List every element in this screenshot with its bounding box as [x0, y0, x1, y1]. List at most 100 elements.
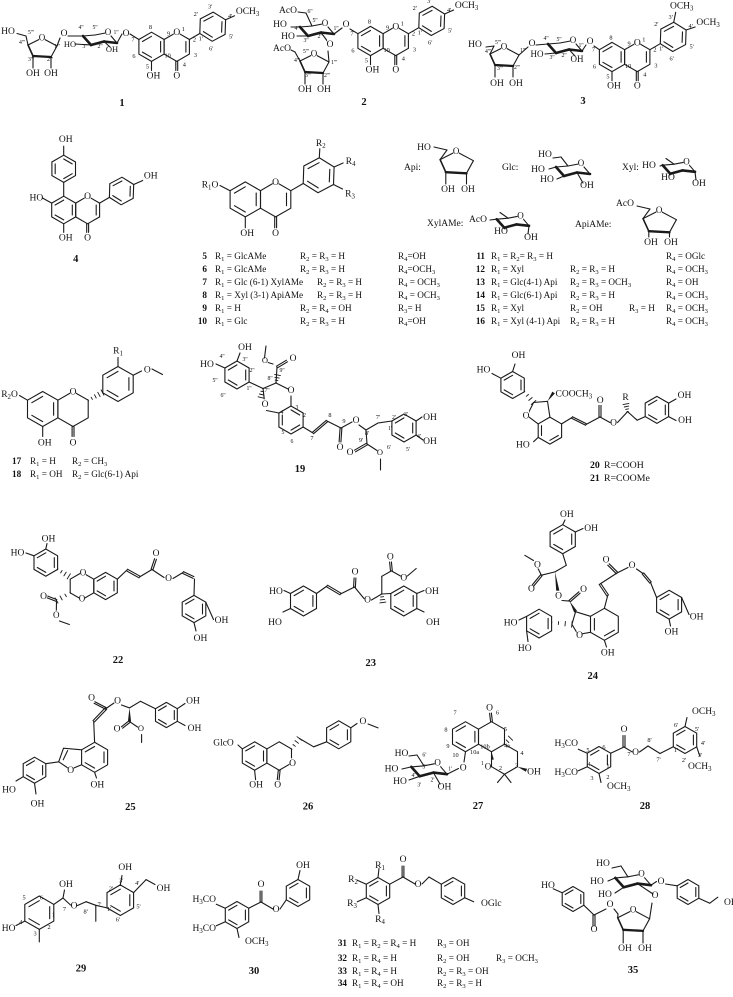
svg-text:23: 23 — [366, 658, 377, 669]
svg-text:O: O — [387, 553, 394, 563]
svg-text:OH: OH — [724, 898, 733, 908]
svg-text:OH: OH — [438, 783, 452, 793]
svg-text:OH: OH — [144, 172, 158, 182]
svg-text:5: 5 — [504, 726, 507, 733]
svg-text:OH: OH — [560, 510, 574, 520]
svg-text:HO: HO — [518, 644, 532, 654]
svg-text:O: O — [114, 697, 121, 707]
svg-text:O: O — [517, 210, 524, 220]
svg-text:3'': 3'' — [550, 55, 555, 61]
svg-text:O: O — [610, 419, 617, 429]
svg-text:7: 7 — [454, 710, 457, 717]
svg-text:OH: OH — [91, 781, 105, 791]
svg-text:OH: OH — [601, 649, 615, 659]
svg-text:2': 2' — [682, 757, 686, 764]
svg-text:5''': 5''' — [28, 30, 34, 36]
svg-text:OH: OH — [240, 229, 254, 239]
svg-text:2': 2' — [431, 778, 435, 784]
svg-text:HO: HO — [596, 859, 610, 869]
svg-text:6': 6' — [674, 722, 678, 729]
svg-text:O: O — [580, 585, 587, 595]
svg-text:2: 2 — [303, 413, 306, 419]
svg-text:O: O — [262, 400, 269, 410]
svg-text:7: 7 — [63, 906, 66, 913]
svg-text:O: O — [70, 388, 77, 398]
svg-text:O: O — [597, 396, 604, 406]
svg-text:5: 5 — [282, 430, 285, 436]
svg-text:7: 7 — [592, 47, 595, 54]
svg-text:1': 1' — [674, 747, 678, 754]
svg-text:5': 5' — [695, 726, 699, 733]
svg-text:9: 9 — [202, 303, 207, 313]
svg-text:O: O — [274, 781, 281, 791]
svg-text:1''': 1''' — [331, 60, 337, 66]
svg-text:2: 2 — [48, 924, 51, 931]
svg-text:HO: HO — [273, 20, 287, 30]
svg-text:5'': 5'' — [313, 18, 318, 24]
svg-text:O: O — [587, 37, 594, 47]
svg-text:11: 11 — [476, 251, 485, 261]
svg-text:O: O — [88, 694, 95, 704]
svg-text:R=COOH: R=COOH — [604, 460, 644, 471]
svg-text:O: O — [290, 354, 297, 364]
svg-text:6: 6 — [496, 710, 499, 717]
svg-text:9: 9 — [446, 743, 449, 750]
svg-text:2': 2' — [109, 886, 113, 893]
svg-text:OH: OH — [490, 79, 504, 89]
svg-text:H3​CO: H3​CO — [555, 768, 579, 779]
svg-text:9: 9 — [386, 25, 389, 32]
svg-text:OH: OH — [425, 587, 439, 597]
svg-text:O: O — [359, 717, 366, 727]
svg-text:8': 8' — [647, 737, 651, 744]
svg-text:O: O — [523, 412, 530, 422]
svg-text:O: O — [607, 900, 614, 910]
svg-text:1': 1' — [199, 36, 203, 43]
svg-text:5': 5' — [689, 44, 693, 51]
svg-text:O: O — [578, 158, 585, 168]
svg-text:O: O — [289, 759, 296, 769]
svg-text:O: O — [79, 594, 86, 604]
svg-text:AcO: AcO — [469, 215, 487, 225]
svg-text:O: O — [272, 229, 279, 239]
svg-text:2'': 2'' — [562, 53, 567, 59]
svg-text:O: O — [652, 891, 659, 901]
svg-text:HO: HO — [468, 40, 482, 50]
svg-text:7: 7 — [350, 31, 353, 38]
svg-text:OH: OH — [42, 535, 56, 545]
svg-text:OH: OH — [580, 181, 594, 191]
svg-text:HO: HO — [661, 173, 675, 183]
svg-text:O: O — [322, 18, 329, 28]
svg-text:2'': 2'' — [318, 34, 323, 40]
svg-text:GlcO: GlcO — [213, 739, 234, 749]
svg-text:6: 6 — [602, 744, 605, 751]
svg-text:21: 21 — [590, 473, 600, 484]
svg-text:HO: HO — [11, 549, 25, 559]
svg-text:5: 5 — [202, 251, 207, 261]
svg-text:5: 5 — [23, 895, 26, 902]
svg-text:HO: HO — [268, 618, 282, 628]
svg-text:9: 9 — [628, 41, 631, 48]
svg-text:OH: OH — [59, 135, 73, 145]
svg-text:2: 2 — [653, 47, 656, 54]
svg-text:3''': 3''' — [497, 66, 503, 72]
svg-text:5''': 5''' — [303, 49, 309, 55]
svg-text:OH: OH — [584, 524, 598, 534]
svg-text:16: 16 — [476, 316, 486, 326]
svg-text:O: O — [576, 631, 583, 641]
svg-text:O: O — [377, 447, 383, 457]
svg-text:4'': 4'' — [544, 36, 549, 42]
svg-text:OH: OH — [215, 616, 229, 626]
svg-text:OH: OH — [692, 179, 706, 189]
svg-text:O: O — [400, 855, 407, 865]
svg-text:O: O — [638, 869, 645, 879]
svg-text:HO: HO — [540, 175, 554, 185]
svg-text:O: O — [501, 42, 508, 52]
svg-text:O: O — [258, 880, 265, 890]
svg-text:5: 5 — [146, 63, 149, 70]
svg-text:O: O — [529, 39, 536, 49]
svg-text:6'': 6'' — [308, 9, 313, 15]
svg-text:R=COOMe: R=COOMe — [604, 473, 650, 484]
svg-text:8: 8 — [328, 412, 331, 419]
svg-text:8': 8' — [84, 908, 88, 915]
svg-text:OH: OH — [238, 343, 252, 353]
